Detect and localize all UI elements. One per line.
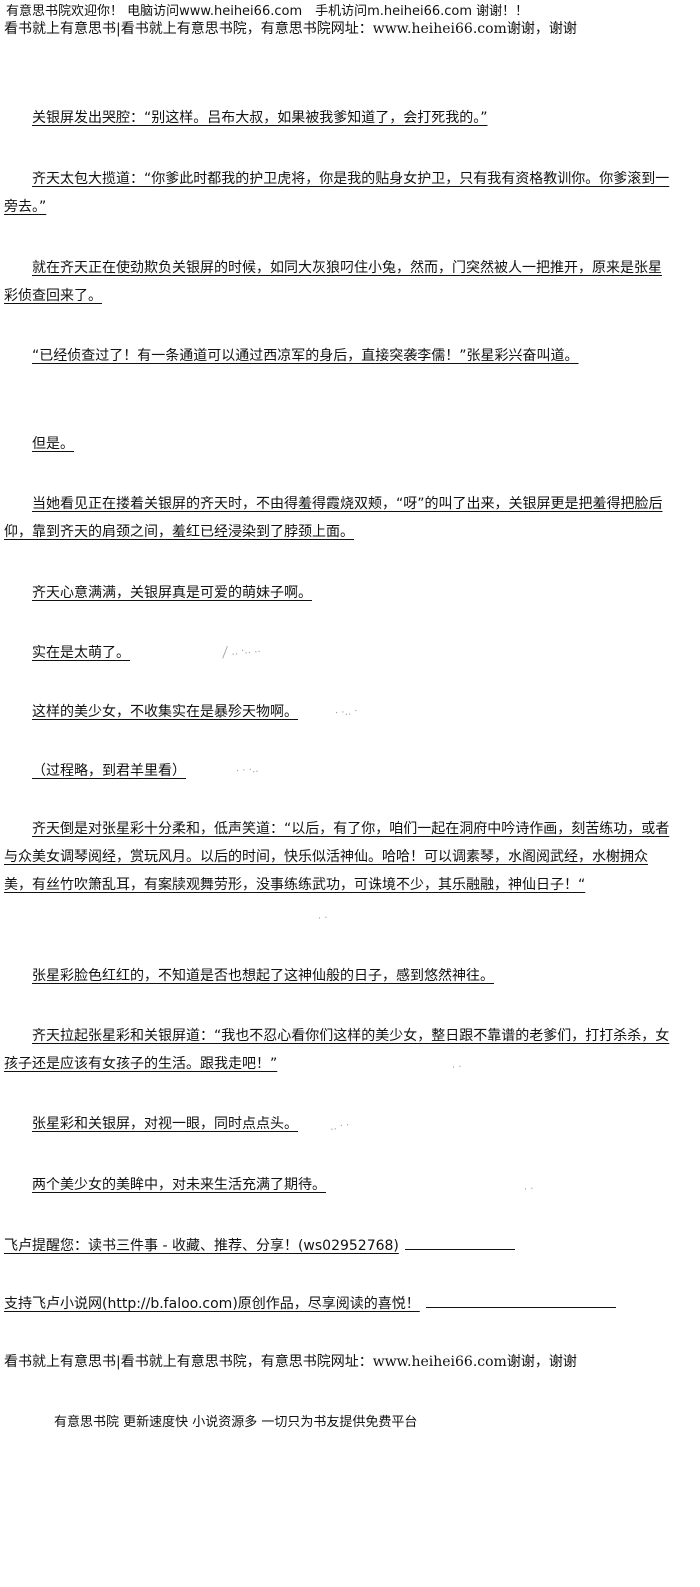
story-paragraph: 齐天心意满满，关银屏真是可爱的萌妹子啊。 <box>32 585 312 601</box>
story-paragraph: 关银屏发出哭腔：“别这样。吕布大叔，如果被我爹知道了，会打死我的。” <box>32 110 488 126</box>
story-paragraph: 这样的美少女，不收集实在是暴殄天物啊。 <box>32 704 298 720</box>
story-paragraph: 齐天太包大揽道：“你爹此时都我的护卫虎将，你是我的贴身女护卫，只有我有资格教训你… <box>4 171 670 215</box>
story-paragraph: “已经侦查过了！有一条通道可以通过西凉军的身后，直接突袭李儒！”张星彩兴奋叫道。 <box>32 348 579 364</box>
story-paragraph: 齐天倒是对张星彩十分柔和，低声笑道：“以后，有了你，咱们一起在洞府中吟诗作画，刻… <box>4 821 670 893</box>
story-paragraph: 张星彩和关银屏，对视一眼，同时点点头。 <box>32 1116 298 1132</box>
site-footer: 有意思书院 更新速度快 小说资源多 一切只为书友提供免费平台 <box>54 1415 418 1430</box>
story-paragraph: 就在齐天正在使劲欺负关银屏的时候，如同大灰狼叼住小兔，然而，门突然被人一把推开，… <box>4 260 662 304</box>
story-paragraph: 实在是太萌了。 <box>32 645 130 661</box>
faint-watermark: · · ·‥ <box>235 763 260 778</box>
faloo-support-text: 支持飞卢小说网(http://b.faloo.com)原创作品，尽享阅读的喜悦！ <box>4 1296 420 1312</box>
faloo-notice: 飞卢提醒您：读书三件事 - 收藏、推荐、分享！(ws02952768) <box>4 1232 672 1260</box>
site-banner: 有意思书院欢迎你！ 电脑访问www.heihei66.com 手机访问m.hei… <box>6 4 529 19</box>
story-paragraph: 齐天拉起张星彩和关银屏道：“我也不忍心看你们这样的美少女，整日跟不靠谱的老爹们，… <box>4 1028 670 1072</box>
underline-trail <box>404 1248 515 1250</box>
faint-watermark: · ·‥ · <box>334 705 359 720</box>
site-url-line-bottom: 看书就上有意思书|看书就上有意思书院，有意思书院网址：www.heihei66.… <box>4 1354 577 1370</box>
story-paragraph: （过程略，到君羊里看） <box>32 763 186 779</box>
story-paragraph: 两个美少女的美眸中，对未来生活充满了期待。 <box>32 1177 326 1193</box>
story-paragraph: 张星彩脸色红红的，不知道是否也想起了这神仙般的日子，感到悠然神往。 <box>32 968 494 984</box>
faint-watermark: · · <box>451 1061 463 1074</box>
faloo-support-notice: 支持飞卢小说网(http://b.faloo.com)原创作品，尽享阅读的喜悦！ <box>4 1290 672 1318</box>
faint-watermark: · · <box>523 1183 535 1196</box>
story-paragraph: 但是。 <box>32 436 74 452</box>
faint-watermark: ‥ · · <box>329 1120 350 1133</box>
site-url-line-top: 看书就上有意思书|看书就上有意思书院，有意思书院网址：www.heihei66.… <box>4 21 577 37</box>
story-paragraph: 当她看见正在搂着关银屏的齐天时，不由得羞得霞烧双颊，“呀”的叫了出来，关银屏更是… <box>4 496 663 540</box>
faloo-notice-text: 飞卢提醒您：读书三件事 - 收藏、推荐、分享！(ws02952768) <box>4 1238 399 1254</box>
underline-trail <box>425 1306 616 1308</box>
faint-watermark: · · <box>317 912 329 925</box>
